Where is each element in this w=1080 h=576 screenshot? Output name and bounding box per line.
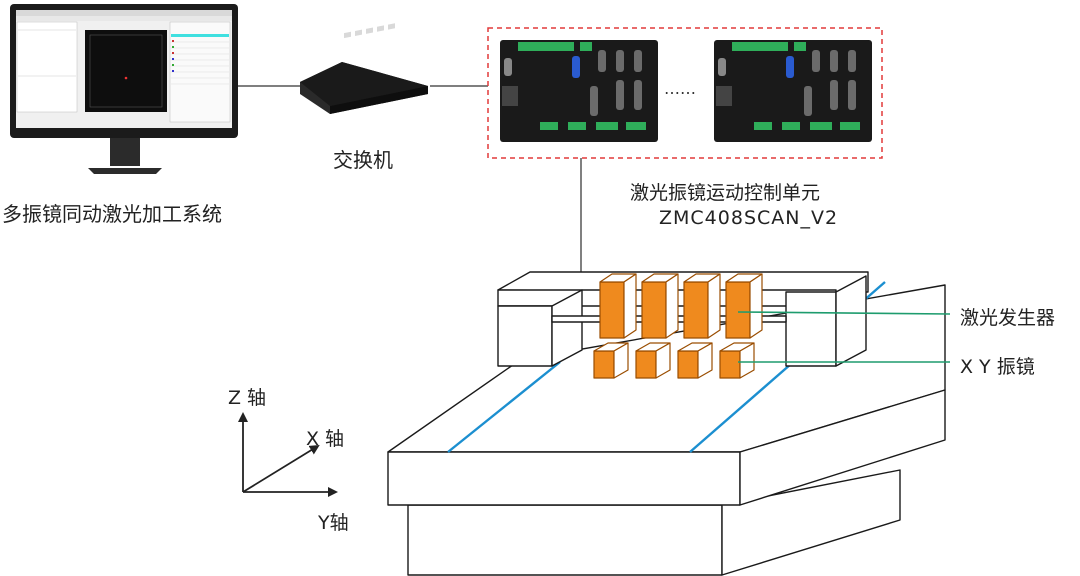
gantry-right-post <box>785 291 837 367</box>
axis-arrows-icon <box>238 412 338 497</box>
network-links <box>238 85 582 272</box>
x-axis-arrow <box>242 444 320 493</box>
z-axis-label: Z 轴 <box>228 387 267 409</box>
rail-left <box>447 361 561 453</box>
controller-board-icon <box>500 40 658 142</box>
xy-galvo-4 <box>719 342 755 379</box>
xy-galvos <box>593 342 755 379</box>
laser-leader-line <box>737 311 951 315</box>
gantry-left-post <box>497 305 553 367</box>
gantry-right-post-side <box>835 275 867 367</box>
y-axis-label: Y轴 <box>318 512 349 534</box>
xy-galvo-2 <box>635 342 671 379</box>
controller-ellipsis: …… <box>664 79 696 98</box>
pc-caption: 多振镜同动激光加工系统 <box>2 202 222 226</box>
monitor-icon <box>10 4 238 174</box>
x-axis-label: X 轴 <box>306 428 345 450</box>
laser-generator-3 <box>683 273 721 339</box>
table-side <box>739 389 946 506</box>
machine-base <box>407 504 723 576</box>
gantry-top <box>497 271 869 293</box>
laser-generators <box>599 273 763 339</box>
controller-caption-line1: 激光振镜运动控制单元 <box>630 182 821 204</box>
laser-generator-4 <box>725 273 763 339</box>
xy-galvo-3 <box>677 342 713 379</box>
xy-galvo-1 <box>593 342 629 379</box>
switch-caption: 交换机 <box>333 148 393 172</box>
controller-board-icon-2 <box>714 40 872 142</box>
controller-caption-line2: ZMC408SCAN_V2 <box>659 207 839 229</box>
gantry-left-post-side <box>551 289 583 367</box>
laser-generator-1 <box>599 273 637 339</box>
xy-galvo-label: X Y 振镜 <box>960 356 1035 378</box>
laser-generator-2 <box>641 273 679 339</box>
network-switch-icon <box>300 23 428 114</box>
table-front <box>387 451 741 506</box>
controller-group-frame <box>487 27 883 159</box>
laser-label: 激光发生器 <box>960 307 1056 329</box>
